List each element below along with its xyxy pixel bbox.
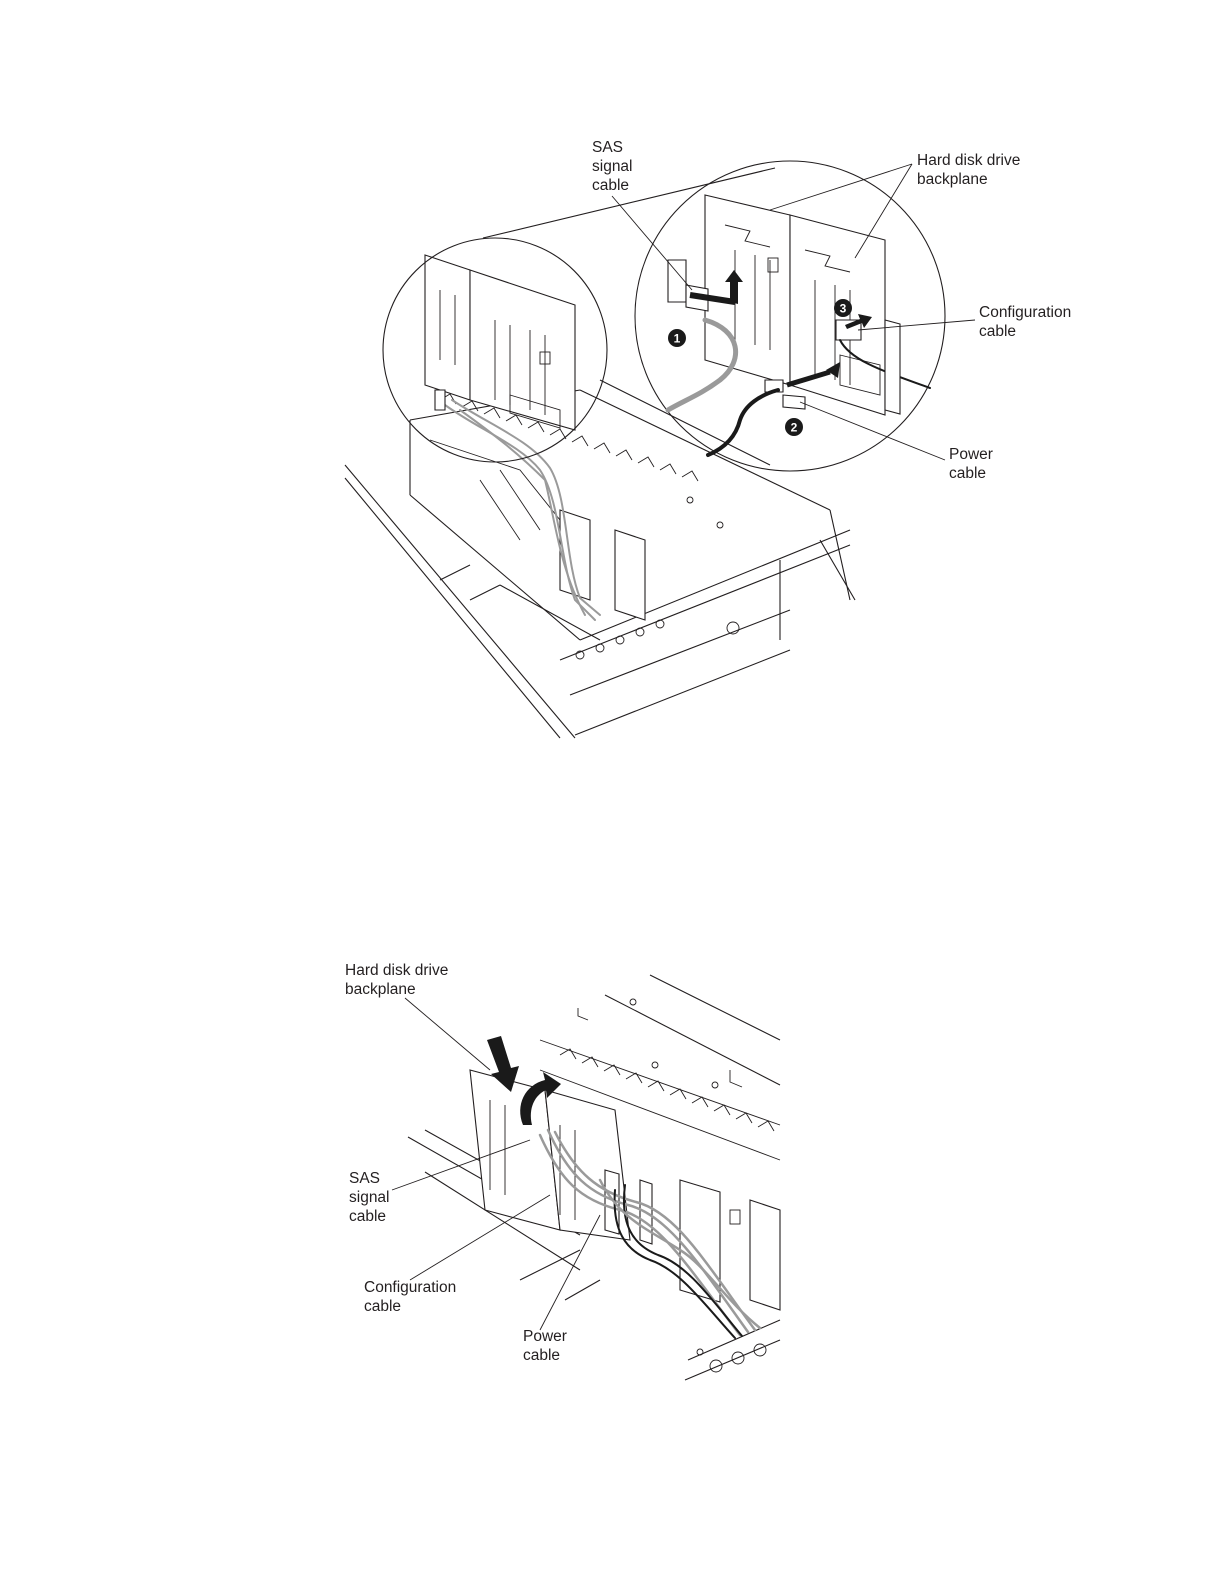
step-marker-1: 1 (668, 329, 686, 347)
svg-text:2: 2 (791, 421, 798, 435)
power-cable-label-2: Power cable (523, 1327, 567, 1365)
backplane-installation-figure: Hard disk drive backplane SAS signal cab… (0, 940, 1224, 1400)
step-marker-3: 3 (834, 299, 852, 317)
step-marker-2: 2 (785, 418, 803, 436)
configuration-cable-label-2: Configuration cable (364, 1278, 456, 1316)
hdd-backplane-label-2: Hard disk drive backplane (345, 961, 448, 999)
figure1-illustration: 1 2 3 (0, 0, 1224, 760)
power-cable-label: Power cable (949, 445, 993, 483)
sas-signal-cable-label-2: SAS signal cable (349, 1169, 390, 1226)
figure2-illustration (0, 940, 1224, 1400)
svg-text:3: 3 (840, 302, 847, 316)
configuration-cable-label: Configuration cable (979, 303, 1071, 341)
zoom-connector-bottom (600, 380, 770, 465)
svg-text:1: 1 (674, 332, 681, 346)
hdd-backplane-label: Hard disk drive backplane (917, 151, 1020, 189)
sas-signal-cable-label: SAS signal cable (592, 138, 633, 195)
backplane-cable-connection-figure: 1 2 3 SAS signal cable Hard disk drive b… (0, 0, 1224, 760)
chassis-outline (345, 390, 855, 738)
